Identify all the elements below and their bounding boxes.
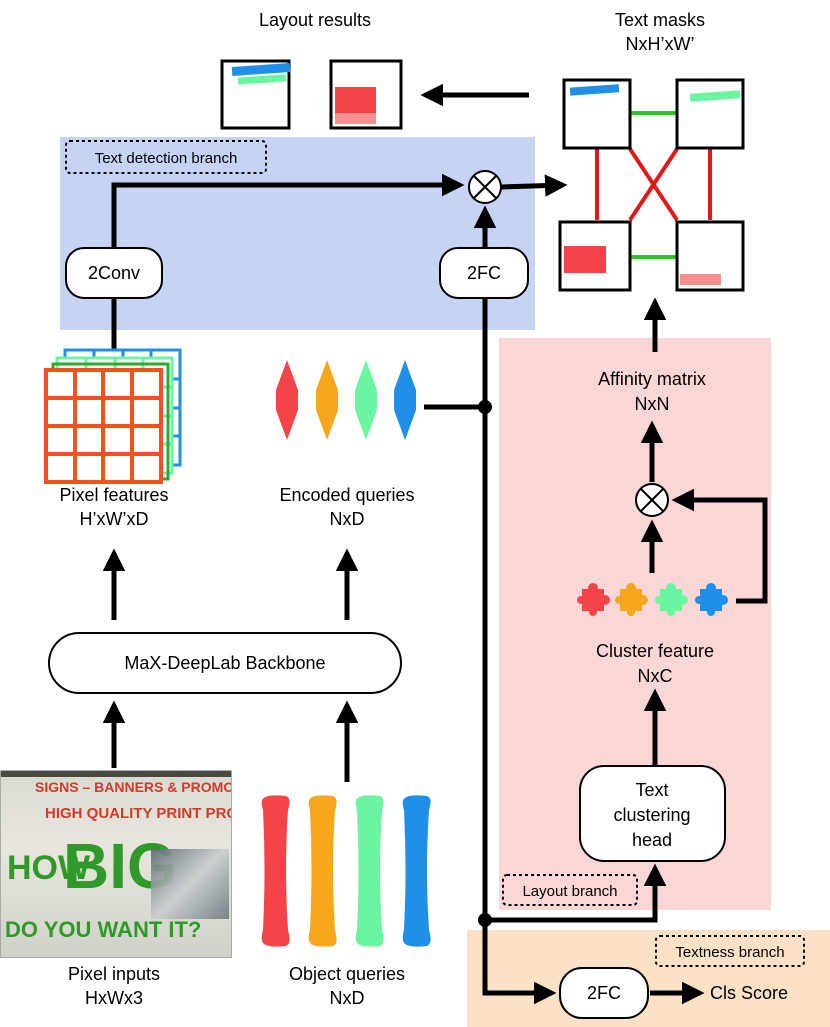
fc-detection-block: 2FC (439, 247, 529, 299)
svg-text:head: head (632, 830, 672, 850)
svg-text:2Conv: 2Conv (88, 263, 140, 283)
layout-result-tile-1 (220, 59, 291, 130)
conv-to-multiply-path (111, 173, 465, 250)
encoded-queries-label: Encoded queries (279, 485, 414, 505)
affinity-matrix-dim: NxN (635, 394, 670, 414)
text-mask-tile-3 (558, 220, 632, 292)
cluster-feature-label: Cluster feature (596, 641, 714, 661)
encoded-queries-shapes (276, 360, 416, 440)
pixel-input-image: SIGNS – BANNERS & PROMOTIONA HIGH QUALIT… (0, 770, 232, 958)
layout-branch-tag: Layout branch (502, 874, 638, 906)
svg-text:2FC: 2FC (467, 263, 501, 283)
text-mask-tile-4 (675, 220, 745, 292)
cluster-feedback-path (671, 488, 768, 604)
svg-text:Textness branch: Textness branch (675, 944, 784, 961)
text-masks-dim: NxH’xW’ (626, 34, 695, 54)
object-queries-label: Object queries (289, 964, 405, 984)
cluster-puzzle-pieces (577, 583, 728, 616)
pixel-features-dim: H’xW’xD (80, 509, 149, 529)
fc-textness-block: 2FC (559, 967, 649, 1019)
pixel-features-label: Pixel features (59, 485, 168, 505)
svg-text:Layout branch: Layout branch (522, 883, 617, 900)
text-mask-tile-2 (675, 78, 745, 150)
pixel-inputs-dim: HxWx3 (85, 988, 143, 1008)
svg-text:clustering: clustering (613, 805, 690, 825)
multiply-node-top (468, 170, 502, 204)
main-to-fc-textness-path (482, 981, 557, 1005)
svg-text:2FC: 2FC (587, 983, 621, 1003)
layout-result-tile-2 (329, 59, 403, 130)
layout-results-label: Layout results (259, 10, 371, 30)
object-queries-dim: NxD (330, 988, 365, 1008)
encoded-queries-dim: NxD (330, 509, 365, 529)
cluster-feature-dim: NxC (638, 666, 673, 686)
text-clustering-head-block: Text clustering head (579, 765, 726, 862)
junction-layout (478, 913, 492, 927)
cls-score-label: Cls Score (710, 983, 788, 1003)
backbone-block: MaX-DeepLab Backbone (48, 632, 402, 694)
svg-text:Text detection branch: Text detection branch (95, 150, 238, 167)
junction-queries (478, 400, 492, 414)
object-queries-shapes (261, 795, 431, 947)
text-mask-tile-1 (562, 78, 632, 150)
text-detection-branch-tag: Text detection branch (65, 140, 267, 174)
svg-text:Text: Text (635, 780, 668, 800)
text-masks-label: Text masks (615, 10, 705, 30)
pixel-inputs-label: Pixel inputs (68, 964, 160, 984)
multiply-to-masks-arrow (500, 174, 568, 197)
pixel-features-grid (44, 348, 182, 484)
affinity-matrix-label: Affinity matrix (598, 369, 706, 389)
textness-branch-region (467, 930, 830, 1027)
textness-branch-tag: Textness branch (655, 935, 805, 967)
text-masks-graph (595, 111, 712, 259)
svg-text:MaX-DeepLab Backbone: MaX-DeepLab Backbone (124, 653, 325, 673)
main-to-head-path (485, 863, 667, 923)
multiply-node-layout (635, 483, 669, 517)
conv2-block: 2Conv (65, 247, 163, 299)
